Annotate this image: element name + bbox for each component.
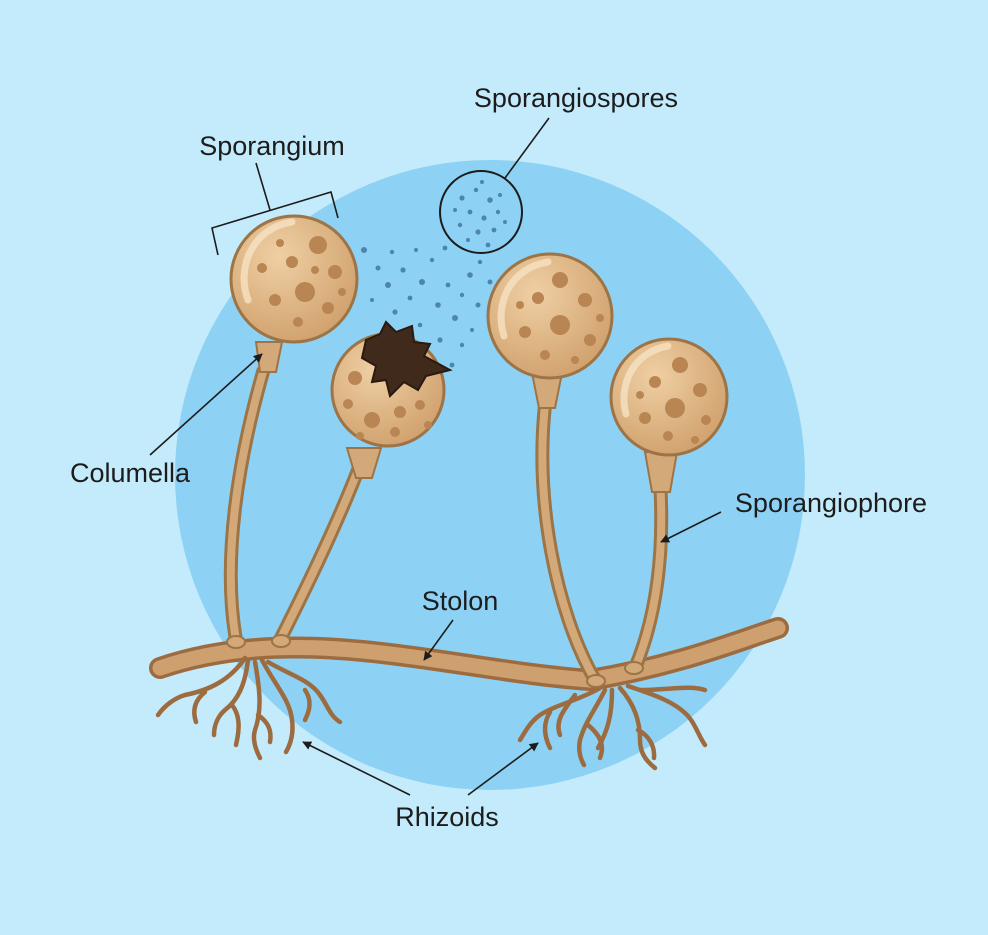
sporangium-bracket [211, 162, 339, 256]
rupture-opening [360, 320, 453, 398]
sporangiophore-stalks [223, 365, 669, 687]
rhizoids-leader-left [302, 741, 411, 796]
sporangium-3 [486, 252, 614, 380]
spore-magnifier [439, 170, 523, 254]
label-sporangium: Sporangium [199, 131, 345, 161]
rhizoids-right [517, 683, 708, 771]
label-sporangiophore: Sporangiophore [735, 488, 927, 518]
label-sporangiospores: Sporangiospores [474, 83, 678, 113]
sporangium-2-burst [330, 320, 453, 448]
sporangiospores-leader [504, 117, 550, 179]
rhizoids-left [155, 655, 343, 761]
released-spores [361, 245, 493, 368]
sporangium-4 [609, 337, 729, 457]
sporangium-1 [229, 214, 359, 344]
stolon-leader [423, 619, 454, 661]
rhizoids-leader-right [467, 742, 539, 796]
label-rhizoids: Rhizoids [395, 802, 499, 832]
label-columella: Columella [70, 458, 191, 488]
label-stolon: Stolon [422, 586, 499, 616]
columella-leader [149, 353, 263, 456]
sporangiophore-leader [660, 511, 722, 543]
